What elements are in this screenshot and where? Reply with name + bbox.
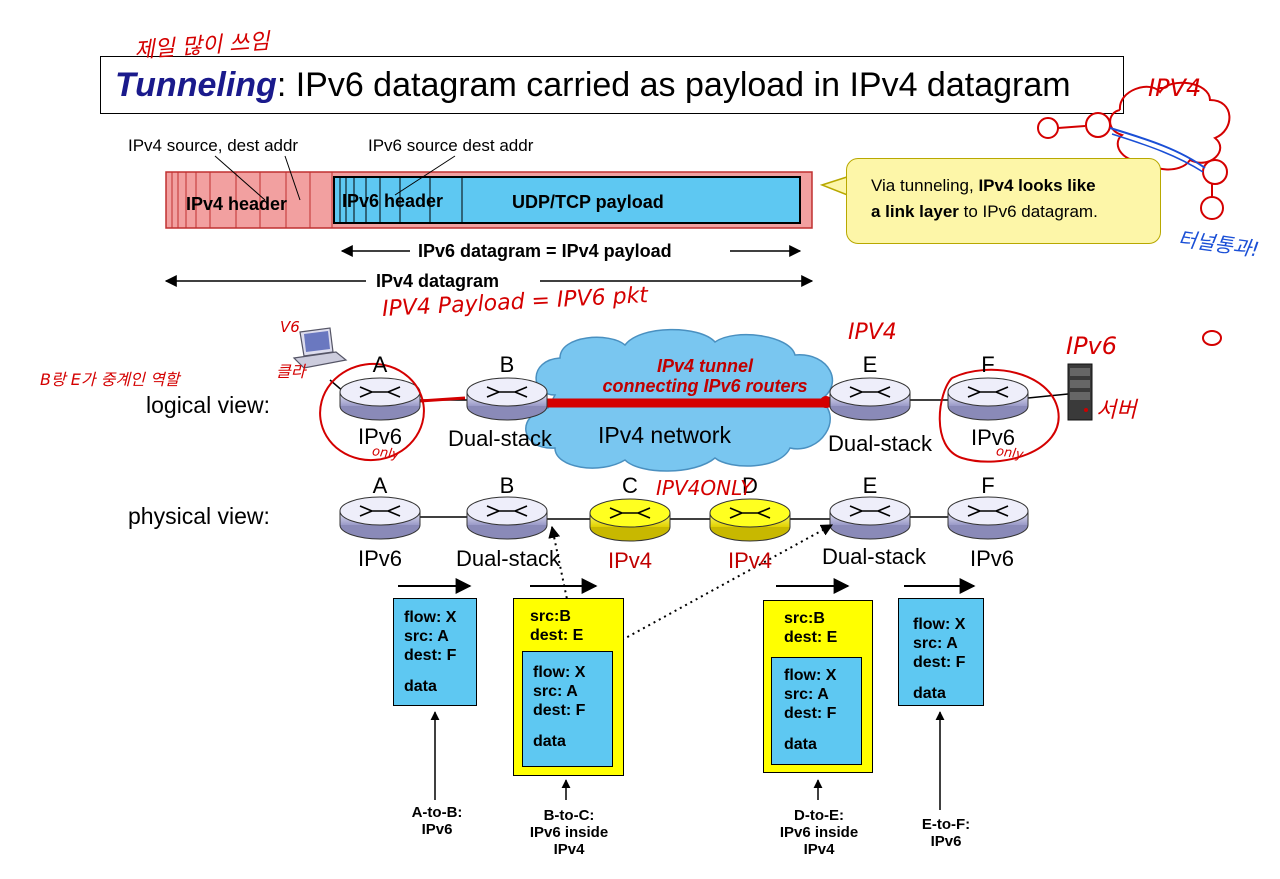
tunnel-label-1: IPv4 tunnel	[656, 356, 754, 376]
packet-ab-src: src: A	[404, 628, 449, 645]
physical-router-letter-c: C	[622, 473, 638, 498]
packet-bc-dest: dest: F	[533, 702, 586, 719]
physical-router-letter-b: B	[499, 473, 515, 498]
ipv6-addr-label: IPv6 source dest addr	[368, 136, 534, 155]
hop-ef-1: E-to-F:	[921, 816, 971, 833]
callout-text-2: to IPv6 datagram.	[958, 202, 1098, 221]
callout-bold-1: IPv4 looks like	[978, 176, 1096, 195]
packet-ab: flow: X src: A dest: F data	[393, 598, 477, 706]
logical-router-letter-b: B	[499, 352, 515, 377]
page-title: Tunneling: IPv6 datagram carried as payl…	[100, 56, 1124, 114]
annotation-b-e-relay: B랑 E가 중계인 역할	[40, 370, 180, 389]
physical-view-label: physical view:	[128, 503, 270, 529]
hop-de-1: D-to-E:	[794, 807, 844, 824]
hop-bc-3: IPv4	[553, 841, 585, 858]
tunnel-label-2: connecting IPv6 routers	[602, 376, 808, 396]
ipv4-header-label: IPv4 header	[186, 194, 288, 214]
logical-router-type-b: Dual-stack	[448, 426, 552, 451]
title-rest: : IPv6 datagram carried as payload in IP…	[276, 66, 1071, 104]
annotation-client: 클라	[276, 362, 306, 381]
hop-de-2: IPv6 inside	[779, 824, 859, 841]
annotation-v6: V6	[280, 318, 300, 336]
packet-ef-data: data	[913, 685, 946, 702]
packet-de-outer-src: src:B	[784, 610, 825, 627]
packet-de-outer-dest: dest: E	[784, 629, 838, 646]
packet-bc-outer-src: src:B	[530, 608, 571, 625]
packet-bc-outer-dest: dest: E	[530, 627, 584, 644]
packet-de-data: data	[784, 736, 817, 753]
hop-label-ab: A-to-B:IPv6	[377, 804, 497, 838]
callout-bold-2: a link layer	[871, 202, 959, 221]
hop-ef-2: IPv6	[930, 833, 962, 850]
hop-bc-2: IPv6 inside	[529, 824, 609, 841]
physical-router-letter-e: E	[862, 473, 878, 498]
logical-router-letter-a: A	[372, 352, 388, 377]
packet-ab-data: data	[404, 678, 437, 695]
annotation-ipv6-f: IPv6	[1066, 332, 1118, 360]
hop-label-ef: E-to-F:IPv6	[886, 816, 1006, 850]
logical-router-type-f: IPv6	[970, 425, 1016, 450]
physical-router-type-f: IPv6	[969, 546, 1015, 571]
packet-de-src: src: A	[784, 686, 829, 703]
physical-router-type-a: IPv6	[357, 546, 403, 571]
tunneling-callout: Via tunneling, IPv4 looks like a link lay…	[846, 158, 1161, 244]
callout-text-1: Via tunneling,	[871, 176, 979, 195]
hop-ab-1: A-to-B:	[411, 804, 463, 821]
annotation-ipv4-cloud: IPV4	[1148, 74, 1202, 102]
server-icon	[1067, 363, 1093, 421]
packet-ef-src: src: A	[913, 635, 958, 652]
packet-ef-flow: flow: X	[913, 616, 966, 633]
packet-ab-flow: flow: X	[404, 609, 457, 626]
hop-de-3: IPv4	[803, 841, 835, 858]
ipv4-network-label: IPv4 network	[598, 422, 731, 448]
packet-de-inner: flow: X src: A dest: F data	[771, 657, 862, 765]
packet-de-dest: dest: F	[784, 705, 837, 722]
packet-ef: flow: X src: A dest: F data	[898, 598, 984, 706]
ipv6-header-label: IPv6 header	[342, 191, 444, 211]
ipv6-datagram-span-label: IPv6 datagram = IPv4 payload	[418, 241, 672, 261]
physical-router-letter-a: A	[372, 473, 388, 498]
packet-bc-flow: flow: X	[533, 664, 586, 681]
title-keyword: Tunneling	[115, 66, 277, 104]
packet-ab-dest: dest: F	[404, 647, 457, 664]
packet-bc-data: data	[533, 733, 566, 750]
ipv4-addr-label: IPv4 source, dest addr	[128, 136, 299, 155]
packet-bc-src: src: A	[533, 683, 578, 700]
physical-router-type-d: IPv4	[727, 548, 773, 573]
physical-router-type-c: IPv4	[607, 548, 653, 573]
ipv4-datagram-span-label: IPv4 datagram	[376, 271, 500, 291]
logical-router-type-a: IPv6	[357, 424, 403, 449]
physical-router-type-b: Dual-stack	[456, 546, 560, 571]
logical-router-letter-f: F	[981, 352, 995, 377]
physical-router-letter-d: D	[742, 473, 758, 498]
annotation-ipv4-e: IPV4	[848, 320, 897, 345]
packet-bc-inner: flow: X src: A dest: F data	[522, 651, 613, 767]
hop-ab-2: IPv6	[421, 821, 453, 838]
packet-de-flow: flow: X	[784, 667, 837, 684]
logical-view-label: logical view:	[146, 392, 270, 418]
packet-ef-dest: dest: F	[913, 654, 966, 671]
laptop-icon	[292, 327, 348, 369]
payload-label: UDP/TCP payload	[512, 192, 664, 212]
annotation-ipv4-only: IPV4ONLY	[656, 476, 753, 500]
logical-router-letter-e: E	[862, 352, 878, 377]
annotation-server: 서버	[1096, 398, 1137, 423]
physical-router-letter-f: F	[981, 473, 995, 498]
hop-bc-1: B-to-C:	[543, 807, 595, 824]
logical-router-type-e: Dual-stack	[828, 431, 932, 456]
physical-router-type-e: Dual-stack	[822, 544, 926, 569]
